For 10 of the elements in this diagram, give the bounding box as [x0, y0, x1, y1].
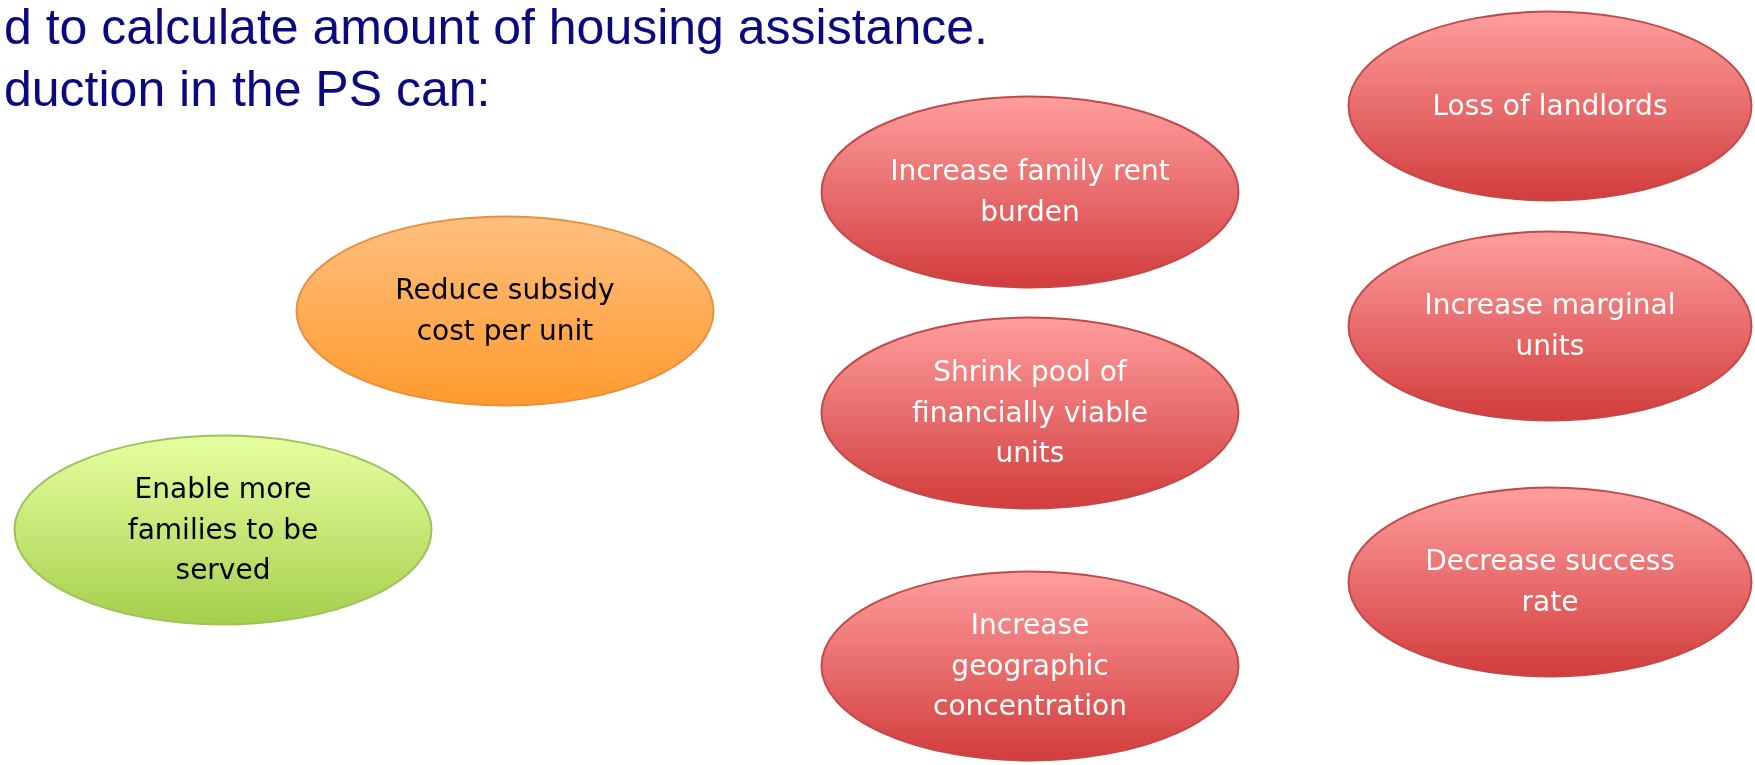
- heading-text: d to calculate amount of housing assistance.: [4, 2, 988, 52]
- oval-label: Enable more families to be served: [126, 471, 320, 589]
- oval-label: Decrease success rate: [1424, 543, 1676, 620]
- oval-label: Increase marginal units: [1423, 287, 1677, 364]
- oval-label: Reduce subsidy cost per unit: [394, 272, 616, 349]
- oval-label: Increase geographic concentration: [932, 607, 1128, 725]
- heading-text: duction in the PS can:: [4, 64, 491, 114]
- oval-label: Increase family rent burden: [890, 153, 1170, 230]
- oval-label: Shrink pool of financially viable units: [911, 354, 1149, 472]
- oval-label: Loss of landlords: [1431, 87, 1669, 124]
